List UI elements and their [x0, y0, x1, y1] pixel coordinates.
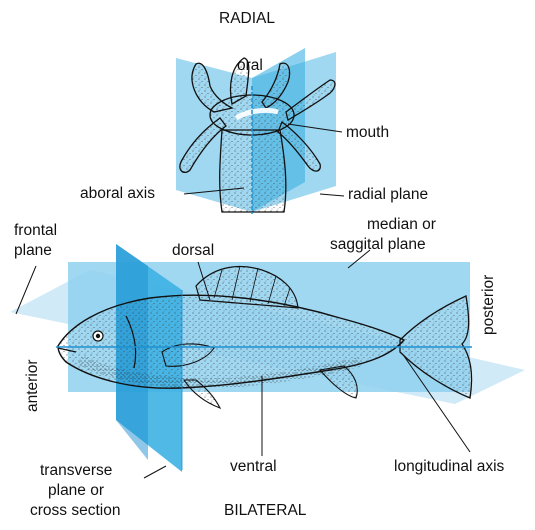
- oral-label: oral: [237, 57, 263, 75]
- transverse-label-1: transverse: [40, 462, 112, 480]
- bilateral-title: BILATERAL: [224, 502, 306, 520]
- longitudinal-axis-label: longitudinal axis: [394, 458, 504, 476]
- aboral-axis-label: aboral axis: [80, 185, 155, 203]
- mouth-label: mouth: [346, 124, 389, 142]
- frontal-plane-label-2: plane: [14, 242, 52, 260]
- transverse-leader: [144, 466, 166, 478]
- radial-plane-label: radial plane: [348, 186, 428, 204]
- posterior-label: posterior: [480, 275, 498, 335]
- radial-title: RADIAL: [219, 10, 275, 28]
- transverse-label-2: plane or: [48, 482, 104, 500]
- median-plane-label-2: saggital plane: [330, 236, 426, 254]
- transverse-label-3: cross section: [30, 502, 120, 520]
- frontal-plane-label-1: frontal: [14, 222, 57, 240]
- radial-plane-leader: [320, 194, 344, 196]
- ventral-label: ventral: [230, 458, 277, 476]
- anterior-label: anterior: [24, 359, 42, 412]
- median-plane-label-1: median or: [367, 216, 436, 234]
- dorsal-label: dorsal: [172, 242, 214, 260]
